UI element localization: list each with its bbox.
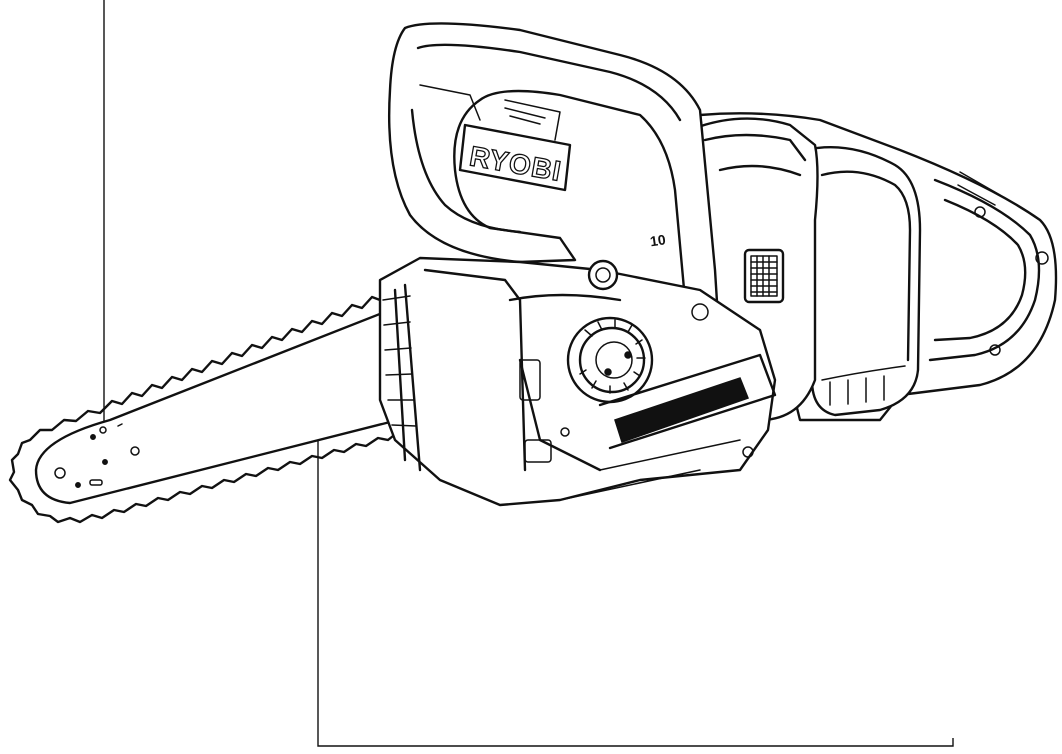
tension-knob (566, 259, 709, 404)
vent-grille (743, 248, 785, 304)
callout-leader-1 (101, 0, 108, 430)
guide-bar (8, 288, 400, 524)
battery-pack (803, 145, 922, 417)
saw-chain (8, 288, 400, 524)
guide-bar-body (34, 306, 400, 505)
side-label: 10 (649, 231, 667, 249)
